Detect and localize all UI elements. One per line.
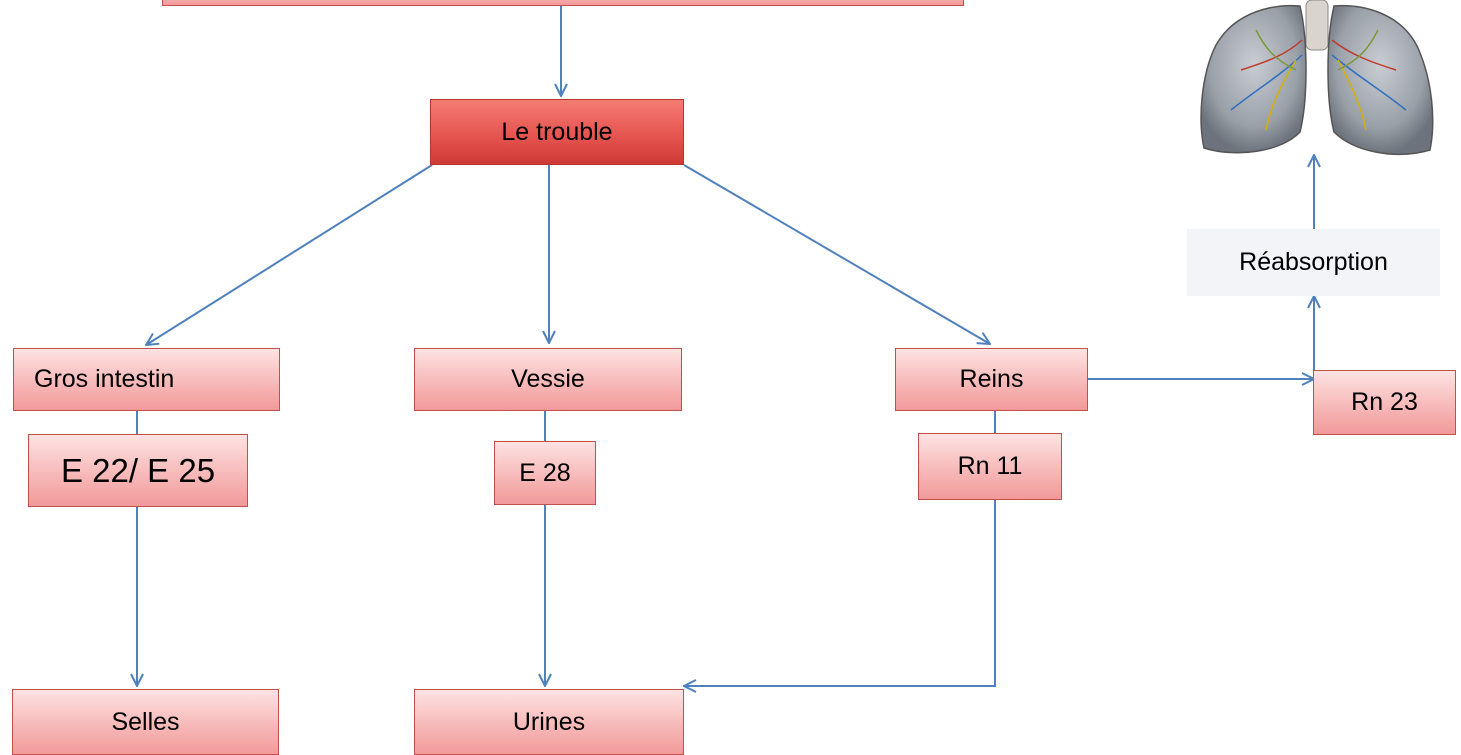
arrow-trouble-to-reins [683,164,990,344]
lungs-icon [1200,0,1434,156]
node-urines: Urines [414,689,684,755]
node-vessie: Vessie [414,348,682,411]
node-e28: E 28 [494,441,596,505]
node-trouble: Le trouble [430,99,684,165]
node-rn23: Rn 23 [1313,370,1456,435]
node-selles: Selles [12,689,279,755]
arrow-trouble-to-gros-intestin [146,164,433,345]
top-box [162,0,964,6]
node-reins: Reins [895,348,1088,411]
node-gros-intestin: Gros intestin [13,348,280,411]
node-rn11: Rn 11 [918,433,1062,500]
node-e22-e25: E 22/ E 25 [28,434,248,507]
arrow-rn11-to-urines [684,500,996,686]
node-reabsorption: Réabsorption [1187,229,1440,296]
